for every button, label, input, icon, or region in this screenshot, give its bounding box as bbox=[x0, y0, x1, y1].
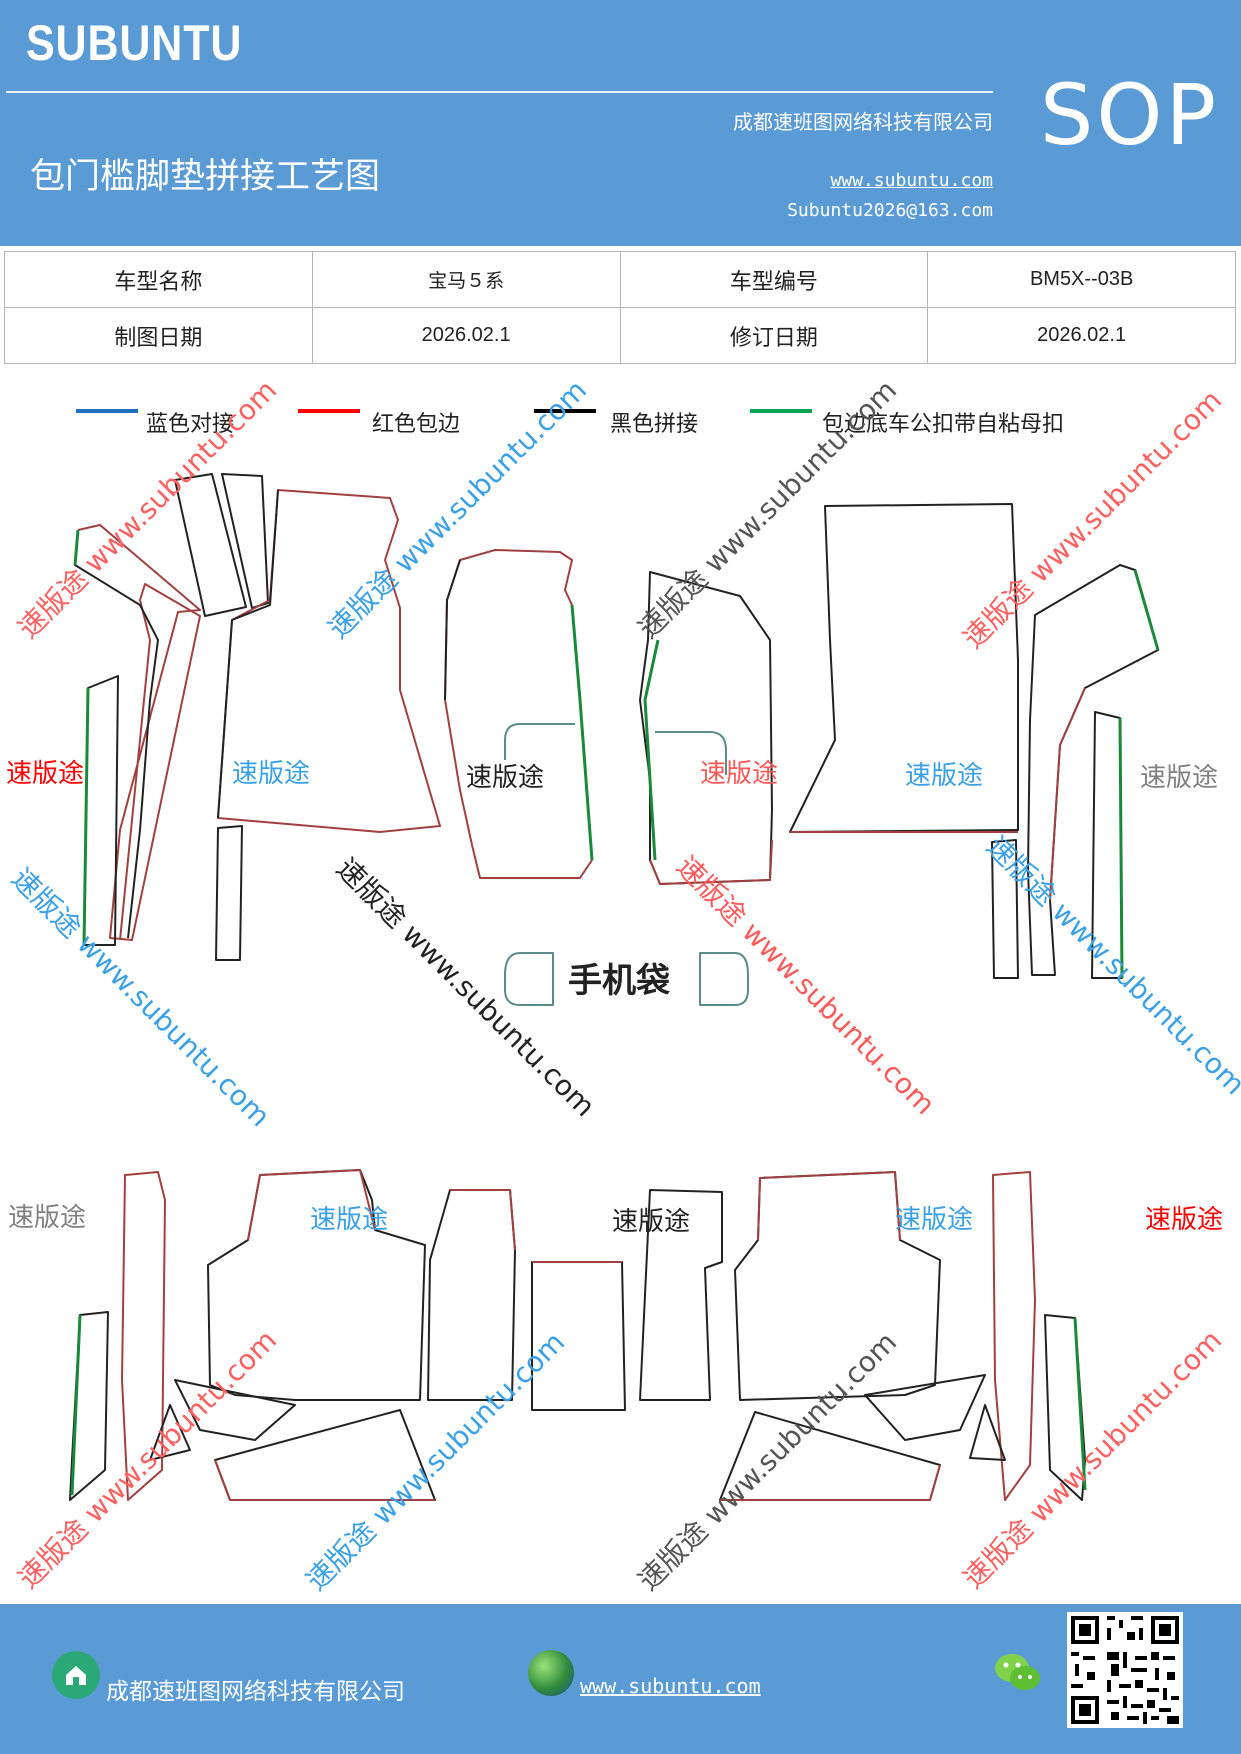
globe-icon bbox=[528, 1650, 574, 1696]
mat-piece-sill-left-green bbox=[73, 529, 80, 566]
rear-piece-middle-right bbox=[639, 1189, 723, 1401]
value-model-name: 宝马５系 bbox=[311, 251, 621, 308]
header-website-link[interactable]: www.subuntu.com bbox=[830, 170, 993, 191]
watermark-text: 速版途 bbox=[310, 1205, 388, 1235]
rear-piece-column-right bbox=[992, 1171, 1036, 1501]
watermark-text: 速版途 bbox=[6, 759, 84, 789]
label-model-name: 车型名称 bbox=[4, 251, 313, 308]
watermark-text: 速版途 bbox=[612, 1207, 690, 1237]
legend-swatch-red bbox=[298, 409, 360, 413]
watermark-text: 速版途 bbox=[1145, 1205, 1223, 1235]
value-model-code: BM5X--03B bbox=[927, 251, 1236, 308]
watermark-diagonal: 速版途 www.subuntu.com bbox=[670, 850, 942, 1122]
rear-piece-seat-left-red bbox=[247, 1169, 376, 1241]
mat-piece-column-b bbox=[221, 473, 269, 609]
wechat-icon[interactable] bbox=[992, 1650, 1044, 1696]
sop-badge: SOP bbox=[1040, 66, 1220, 164]
watermark-row-upper: 速版途 速版途 速版途 速版途 速版途 速版途 bbox=[6, 759, 1218, 793]
brand-logo-text: SUBUNTU bbox=[26, 15, 243, 71]
watermark-diagonal: 速版途 www.subuntu.com bbox=[632, 1325, 904, 1597]
rear-piece-middle-left bbox=[427, 1189, 516, 1401]
rear-piece-wedge-right bbox=[969, 1404, 1006, 1461]
mat-piece-tunnel-right-red bbox=[649, 839, 773, 885]
mat-piece-front-left-black bbox=[217, 489, 279, 819]
home-icon bbox=[52, 1651, 100, 1699]
header-divider bbox=[6, 91, 993, 93]
watermark-text: 速版途 bbox=[232, 759, 310, 789]
legend-label-blue: 蓝色对接 bbox=[146, 412, 235, 437]
value-draw-date: 2026.02.1 bbox=[311, 307, 621, 364]
mat-piece-front-right bbox=[789, 503, 1019, 833]
mat-piece-tunnel-left bbox=[444, 549, 593, 879]
phone-bag-label: 手机袋 bbox=[568, 961, 670, 1001]
legend-label-red: 红色包边 bbox=[372, 412, 461, 437]
rear-piece-lower-left-red bbox=[214, 1459, 435, 1501]
header-email: Subuntu2026@163.com bbox=[787, 200, 993, 221]
mat-piece-small-right bbox=[991, 839, 1019, 979]
mat-piece-sill-right-red bbox=[1049, 687, 1086, 901]
rear-piece-middle-left-red bbox=[450, 1189, 516, 1251]
rear-piece-floor-left bbox=[174, 1379, 296, 1441]
header-banner bbox=[0, 0, 1241, 246]
watermark-diagonal: 速版途 www.subuntu.com bbox=[300, 1325, 572, 1597]
watermark-diagonal: 速版途 www.subuntu.com bbox=[322, 373, 594, 645]
watermark-text: 速版途 bbox=[8, 1203, 86, 1233]
phone-bag-outline-upper-left bbox=[504, 723, 575, 760]
mat-piece-tunnel-left-green bbox=[570, 604, 594, 861]
rear-piece-seat-right-red bbox=[757, 1171, 901, 1241]
vehicle-info-table: 车型名称 宝马５系 车型编号 BM5X--03B 制图日期 2026.02.1 … bbox=[4, 251, 1236, 364]
header-company: 成都速班图网络科技有限公司 bbox=[733, 110, 993, 134]
table-row: 车型名称 宝马５系 车型编号 BM5X--03B bbox=[4, 251, 1236, 308]
label-model-code: 车型编号 bbox=[619, 251, 929, 308]
watermark-diagonal: 速版途 www.subuntu.com bbox=[980, 830, 1241, 1102]
watermark-text: 速版途 bbox=[1140, 763, 1218, 793]
watermark-text: 速版途 bbox=[466, 763, 544, 793]
table-row: 制图日期 2026.02.1 修订日期 2026.02.1 bbox=[4, 307, 1236, 364]
legend-label-green: 包边底车公扣带自粘母扣 bbox=[822, 412, 1065, 437]
rear-piece-column-left bbox=[121, 1171, 166, 1501]
watermark-diagonal: 速版途 www.subuntu.com bbox=[957, 383, 1229, 655]
phone-bag-right bbox=[699, 952, 749, 1006]
watermark-diagonal: 速版途 www.subuntu.com bbox=[632, 373, 904, 645]
mat-piece-column-a bbox=[174, 473, 247, 617]
rear-piece-floor-right bbox=[864, 1374, 986, 1441]
watermark-text: 速版途 bbox=[700, 759, 778, 789]
mat-piece-sill-left bbox=[77, 524, 201, 941]
value-revise-date: 2026.02.1 bbox=[927, 307, 1236, 364]
mat-piece-strip-right-green bbox=[1118, 717, 1124, 979]
legend-swatch-black bbox=[534, 409, 596, 413]
legend-swatch-green bbox=[750, 409, 812, 413]
mat-piece-tunnel-right-green bbox=[643, 639, 660, 861]
phone-bag-outline-upper-right bbox=[655, 731, 727, 775]
mat-piece-sill-right-green bbox=[1133, 569, 1160, 651]
watermark-diagonal: 速版途 www.subuntu.com bbox=[12, 373, 284, 645]
phone-bag-left bbox=[504, 952, 554, 1006]
rear-piece-lower-right-red bbox=[720, 1464, 941, 1501]
qr-code-icon bbox=[1067, 1612, 1183, 1728]
rear-piece-sill-right-green bbox=[1073, 1317, 1087, 1491]
footer-website-link[interactable]: www.subuntu.com bbox=[580, 1674, 761, 1698]
watermark-text: 速版途 bbox=[895, 1205, 973, 1235]
rear-piece-sill-left-green bbox=[70, 1314, 82, 1496]
watermark-diagonal: 速版途 www.subuntu.com bbox=[12, 1323, 284, 1595]
mat-piece-small-left bbox=[215, 825, 243, 961]
rear-piece-seat-left bbox=[207, 1169, 426, 1401]
mat-piece-strip-left-green bbox=[82, 687, 90, 946]
watermark-row-lower: 速版途 速版途 速版途 速版途 速版途 bbox=[8, 1203, 1223, 1237]
legend-label-black: 黑色拼接 bbox=[610, 412, 699, 437]
rear-piece-wedge-left bbox=[149, 1404, 191, 1461]
mat-piece-tunnel-left-black bbox=[444, 559, 461, 701]
label-draw-date: 制图日期 bbox=[4, 307, 313, 364]
label-revise-date: 修订日期 bbox=[619, 307, 929, 364]
watermark-text: 速版途 bbox=[905, 761, 983, 791]
watermark-diagonal: 速版途 www.subuntu.com bbox=[330, 852, 602, 1124]
page-title: 包门槛脚垫拼接工艺图 bbox=[30, 157, 381, 197]
legend-swatch-blue bbox=[76, 409, 138, 413]
footer-company: 成都速班图网络科技有限公司 bbox=[106, 1679, 405, 1705]
mat-pattern-drawing: 手机袋 速版途 速版途 速版途 速版途 速版途 速版途 速版途 速版途 速版途 … bbox=[5, 373, 1241, 1597]
